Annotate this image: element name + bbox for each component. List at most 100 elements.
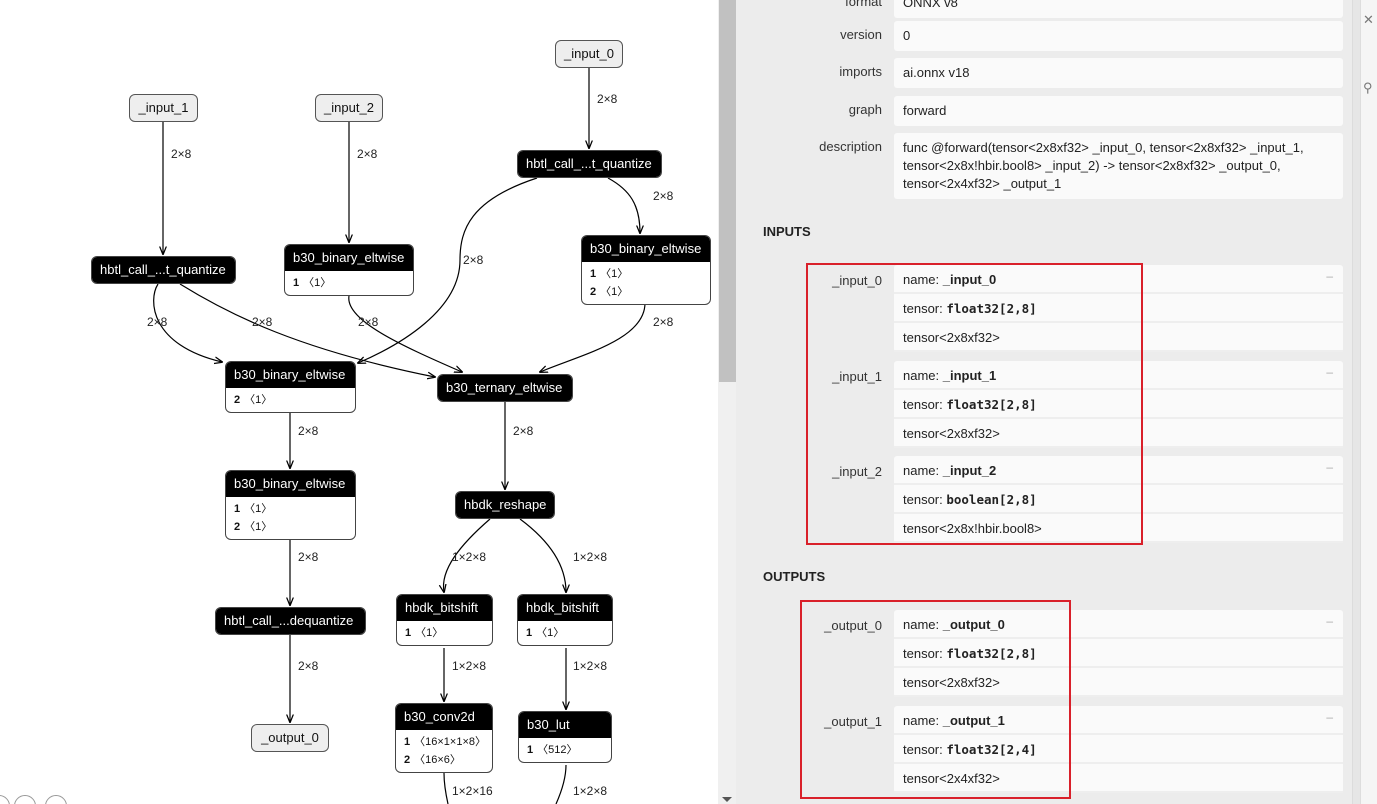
node-label: _input_1	[138, 100, 189, 115]
sidebar-scrollbar[interactable]	[1352, 0, 1360, 804]
argument-name-line: name: _output_1	[894, 706, 1343, 735]
edge-shape-label: 2×8	[147, 315, 168, 329]
node-op-title: b30_binary_eltwise	[226, 362, 355, 388]
node-attribute: 1〈1〉	[526, 627, 565, 639]
graph-op-node[interactable]: b30_conv2d 1〈16×1×1×8〉 2〈16×6〉	[395, 703, 493, 773]
graph-scrollbar[interactable]	[718, 0, 736, 804]
argument-name-line: name: _output_0	[894, 610, 1343, 639]
tensor-prefix: tensor:	[903, 742, 947, 757]
argument-type-line: tensor: float32[2,4]	[894, 735, 1343, 764]
node-op-title: b30_binary_eltwise	[285, 245, 413, 271]
node-op-title: b30_lut	[519, 712, 611, 738]
graph-op-node[interactable]: b30_ternary_eltwise	[437, 374, 573, 402]
expand-toggle-icon[interactable]: –	[1326, 710, 1333, 724]
edge-shape-label: 2×8	[513, 424, 534, 438]
expand-toggle-icon[interactable]: –	[1326, 614, 1333, 628]
node-op-title: hbdk_reshape	[456, 492, 554, 518]
graph-edge[interactable]	[443, 518, 491, 592]
property-label: version	[840, 27, 882, 42]
expand-toggle-icon[interactable]: –	[1326, 365, 1333, 379]
node-attribute: 1〈16×1×1×8〉	[404, 736, 486, 748]
tensor-type: float32[2,8]	[946, 301, 1037, 316]
argument-description: tensor<2x8xf32>	[894, 419, 1343, 448]
graph-edge[interactable]	[179, 283, 435, 377]
graph-input-node[interactable]: _input_1	[129, 94, 198, 122]
graph-edge[interactable]	[607, 177, 640, 233]
node-op-title: hbtl_call_...t_quantize	[518, 151, 661, 177]
property-label: imports	[839, 64, 882, 79]
argument-description: tensor<2x4xf32>	[894, 764, 1343, 793]
scrollbar-thumb[interactable]	[719, 0, 736, 382]
node-op-title: b30_conv2d	[396, 704, 492, 730]
argument-name-line: name: _input_1	[894, 361, 1343, 390]
edge-shape-label: 2×8	[298, 424, 319, 438]
node-attribute: 1〈1〉	[293, 277, 332, 289]
edge-shape-label: 2×8	[358, 315, 379, 329]
graph-edge[interactable]	[443, 772, 449, 804]
graph-input-node[interactable]: _input_0	[555, 40, 623, 68]
expand-toggle-icon[interactable]: –	[1326, 460, 1333, 474]
graph-edge[interactable]	[153, 283, 222, 362]
property-value: ai.onnx v18	[894, 58, 1343, 88]
edge-shape-label: 1×2×8	[452, 550, 487, 564]
graph-edge[interactable]	[555, 764, 567, 804]
property-label: description	[819, 139, 882, 154]
property-value: forward	[894, 96, 1343, 126]
property-value: 0	[894, 21, 1343, 51]
node-op-title: b30_ternary_eltwise	[438, 375, 572, 401]
node-op-title: hbdk_bitshift	[397, 595, 492, 621]
node-op-title: hbtl_call_...dequantize	[216, 608, 365, 634]
node-label: _input_2	[324, 100, 374, 115]
graph-input-node[interactable]: _input_2	[315, 94, 383, 122]
close-icon[interactable]: ✕	[1363, 12, 1374, 27]
tensor-prefix: tensor:	[903, 301, 947, 316]
edge-shape-label: 2×8	[357, 147, 378, 161]
node-label: _output_0	[261, 730, 319, 745]
argument-type-line: tensor: float32[2,8]	[894, 639, 1343, 668]
property-value: func @forward(tensor<2x8xf32> _input_0, …	[894, 133, 1343, 199]
graph-op-node[interactable]: hbtl_call_...t_quantize	[517, 150, 662, 178]
search-icon[interactable]: ⚲	[1363, 80, 1373, 95]
graph-op-node[interactable]: b30_binary_eltwise 1〈1〉	[284, 244, 414, 296]
argument-label: _input_1	[832, 369, 882, 384]
property-label: format	[845, 0, 882, 9]
argument-name-line: name: _input_2	[894, 456, 1343, 485]
tensor-type: float32[2,8]	[946, 397, 1037, 412]
argument-name: _output_1	[942, 713, 1005, 728]
graph-edges	[153, 68, 646, 804]
inputs-section-title: INPUTS	[763, 224, 811, 239]
argument-label: _output_1	[824, 714, 882, 729]
edge-shape-label: 2×8	[597, 92, 618, 106]
graph-edge[interactable]	[348, 295, 462, 372]
name-prefix: name:	[903, 463, 943, 478]
node-attribute: 2〈16×6〉	[404, 754, 461, 766]
tensor-type: float32[2,8]	[946, 646, 1037, 661]
graph-op-node[interactable]: hbtl_call_...dequantize	[215, 607, 366, 635]
graph-canvas[interactable]: _input_0 _input_1 _input_2 hbtl_call_...t_q…	[0, 0, 718, 804]
scroll-down-arrow-icon[interactable]	[722, 797, 732, 802]
edge-shape-label: 2×8	[653, 315, 674, 329]
node-attribute: 1〈1〉	[590, 268, 629, 280]
graph-op-node[interactable]: hbdk_reshape	[455, 491, 555, 519]
name-prefix: name:	[903, 617, 943, 632]
graph-edge[interactable]	[540, 302, 646, 372]
graph-edge[interactable]	[519, 518, 566, 592]
graph-op-node[interactable]: hbtl_call_...t_quantize	[91, 256, 236, 284]
edge-shape-label: 2×8	[463, 253, 484, 267]
graph-output-node[interactable]: _output_0	[251, 724, 329, 752]
outputs-section-title: OUTPUTS	[763, 569, 826, 584]
expand-toggle-icon[interactable]: –	[1326, 269, 1333, 283]
argument-name-line: name: _input_0	[894, 265, 1343, 294]
